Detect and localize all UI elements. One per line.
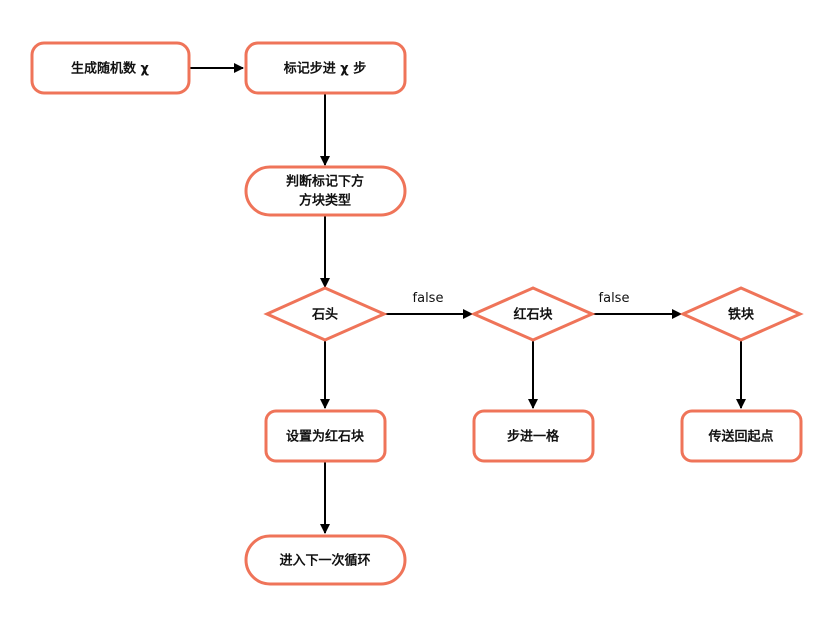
node-redstone-decision: 红石块	[470, 286, 596, 342]
node-stone-decision-label: 石头	[311, 307, 338, 323]
node-iron-decision: 铁块	[679, 286, 804, 342]
node-redstone-decision-label: 红石块	[513, 307, 553, 323]
node-iron-decision-label: 铁块	[727, 307, 755, 323]
node-mark-step-label: 标记步进 χ 步	[283, 61, 366, 77]
node-next-loop-label: 进入下一次循环	[279, 553, 370, 569]
node-generate-random: 生成随机数 χ	[30, 41, 191, 95]
edge-label-false-2: false	[599, 291, 630, 306]
node-set-redstone: 设置为红石块	[264, 409, 387, 463]
edges: false false	[190, 63, 746, 534]
node-next-loop: 进入下一次循环	[244, 534, 407, 586]
node-return-start: 传送回起点	[680, 409, 803, 463]
node-stone-decision: 石头	[263, 286, 388, 342]
node-set-redstone-label: 设置为红石块	[286, 429, 365, 445]
edge-label-false-1: false	[413, 291, 444, 306]
node-mark-step: 标记步进 χ 步	[244, 41, 407, 95]
node-judge-block-label-line2: 方块类型	[299, 193, 351, 209]
node-judge-block: 判断标记下方 方块类型	[244, 165, 407, 217]
node-step-one: 步进一格	[472, 409, 595, 463]
node-generate-random-label: 生成随机数 χ	[71, 61, 150, 77]
node-judge-block-label-line1: 判断标记下方	[286, 174, 364, 190]
node-step-one-label: 步进一格	[507, 429, 560, 445]
node-return-start-label: 传送回起点	[707, 429, 773, 445]
